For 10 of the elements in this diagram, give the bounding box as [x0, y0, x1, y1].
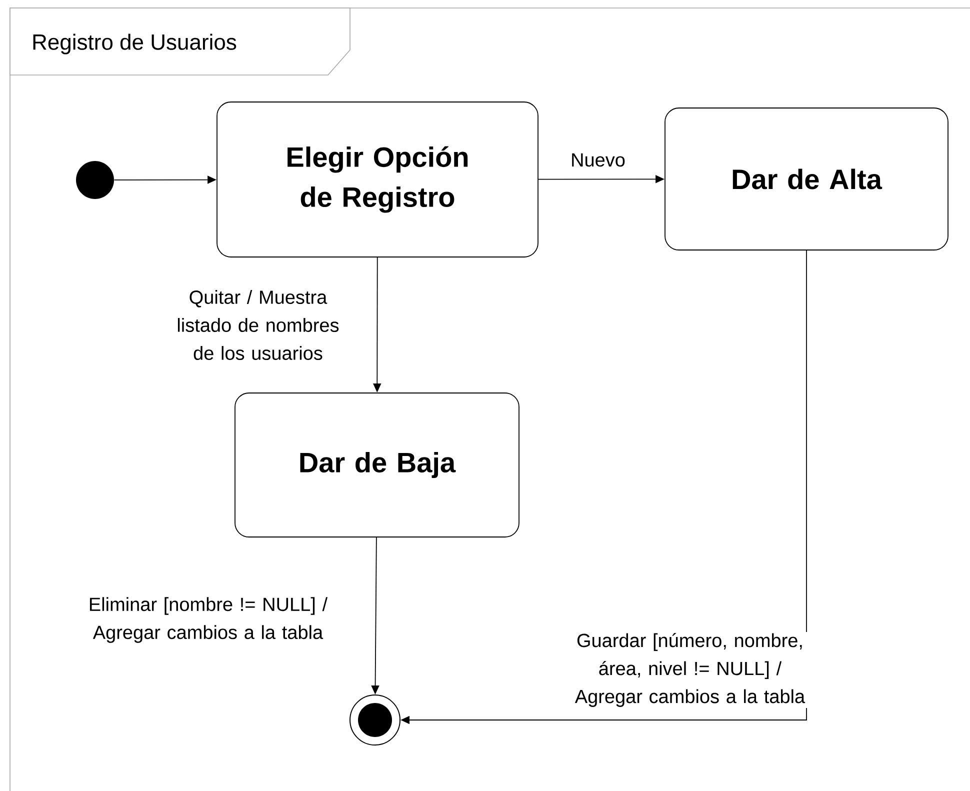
frame-title-tab: Registro de Usuarios	[10, 8, 350, 76]
state-box: Dar de Baja	[234, 392, 520, 538]
final-state	[350, 694, 400, 746]
edge-label: Eliminar [nombre != NULL] / Agregar cambios a la tabla	[90, 597, 328, 643]
edge-label: Quitar / Muestra listado de nombres de los usuarios	[178, 290, 339, 360]
initial-state	[76, 161, 114, 199]
edge-label: Nuevo	[572, 153, 625, 167]
edge-label: Guardar [número, nombre, área, nivel != NULL] / Agregar cambios a la tabla	[574, 633, 806, 707]
state-box: Elegir Opción de Registro	[216, 102, 538, 258]
state-box: Dar de Alta	[664, 108, 948, 250]
